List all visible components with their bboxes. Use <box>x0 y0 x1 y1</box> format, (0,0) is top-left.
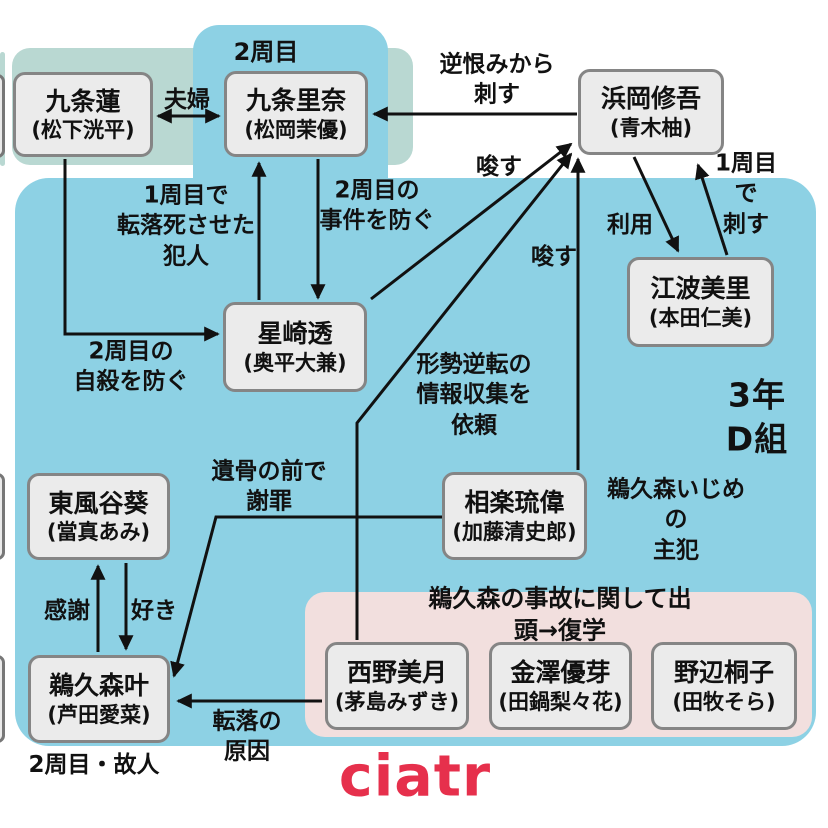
character-name: 野辺桐子 <box>673 658 774 688</box>
character-box-kanazawa: 金澤優芽 (田鍋梨々花) <box>489 642 632 730</box>
character-name: 浜岡修吾 <box>600 84 701 114</box>
character-box-kochiya: 東風谷葵 (當真あみ) <box>27 473 170 560</box>
loop2-banner-label: 2周目 <box>233 38 299 67</box>
character-actor: (芦田愛菜) <box>47 702 151 727</box>
edge-label-couple: 夫婦 <box>164 86 210 113</box>
class-name-label: 3年D組 <box>725 375 789 458</box>
edge-label-instigate-b: 唆す <box>531 243 577 270</box>
character-actor: (奥平大兼) <box>243 350 347 375</box>
character-actor: (松下洸平) <box>31 118 135 142</box>
character-actor: (田鍋梨々花) <box>498 689 623 714</box>
edge-label-instigate-a: 唆す <box>476 153 522 180</box>
edge-label-apology: 遺骨の前で 謝罪 <box>211 458 327 515</box>
character-box-kujo-ren: 九条蓮 (松下洸平) <box>13 72 153 157</box>
character-actor: (松岡茉優) <box>244 117 348 142</box>
arrow-sagara-to-ukumori <box>170 515 442 678</box>
character-name: 九条里奈 <box>245 86 346 116</box>
character-name: 星崎透 <box>257 319 333 349</box>
arrow-ren-to-hoshizaki <box>63 159 220 342</box>
edge-label-info-gathering: 形勢逆転の 情報収集を 依頼 <box>416 351 532 439</box>
character-box-ukumori: 鵜久森叶 (芦田愛菜) <box>28 655 170 743</box>
edge-label-grudge-stab: 逆恨みから 刺す <box>439 51 555 108</box>
character-box-kujo-rina: 九条里奈 (松岡茉優) <box>224 71 368 157</box>
arrow-hoshizaki-to-hamaoka <box>370 142 573 301</box>
character-box-enami: 江波美里 (本田仁美) <box>627 257 774 347</box>
edge-label-prevent-suicide: 2周目の 自殺を防ぐ <box>73 338 189 395</box>
pink-group-title: 鵜久森の事故に関して出頭→復学 <box>428 584 692 644</box>
arrow-enami-to-hamaoka <box>695 163 729 256</box>
edge-label-gratitude: 感謝 <box>44 597 90 624</box>
edge-label-like: 好き <box>131 597 177 624</box>
edge-label-prevent-incident: 2周目の 事件を防ぐ <box>319 177 435 234</box>
character-actor: (本田仁美) <box>648 305 753 330</box>
character-actor: (田牧そら) <box>672 689 776 714</box>
character-box-sagara: 相楽琉偉 (加藤清史郎) <box>442 472 587 560</box>
character-name: 相楽琉偉 <box>464 488 565 518</box>
character-box-hamaoka: 浜岡修吾 (青木柚) <box>578 69 724 155</box>
note-loop2-deceased: 2周目・故人 <box>28 751 160 778</box>
character-box-nobe: 野辺桐子 (田牧そら) <box>651 642 797 730</box>
arrow-hamaoka-to-enami <box>632 156 680 253</box>
character-actor: (當真あみ) <box>46 520 151 544</box>
edge-label-loop1-culprit: 1周目で 転落死させた 犯人 <box>117 182 255 270</box>
character-actor: (茅島みずき) <box>334 689 460 714</box>
arrow-nishino-to-hamaoka <box>355 152 573 640</box>
edge-label-use: 利用 <box>607 211 653 238</box>
character-name: 西野美月 <box>346 658 447 688</box>
character-actor: (加藤清史郎) <box>452 519 577 544</box>
character-name: 金澤優芽 <box>510 658 611 688</box>
character-box-nishino: 西野美月 (茅島みずき) <box>325 642 469 730</box>
character-name: 九条蓮 <box>45 86 121 116</box>
character-name: 江波美里 <box>650 274 751 304</box>
character-name: 東風谷葵 <box>48 488 149 518</box>
edge-label-loop1-stab: 1周目で 刺す <box>714 150 777 238</box>
character-name: 鵜久森叶 <box>48 671 149 701</box>
edge-label-fall-cause: 転落の 原因 <box>212 708 282 765</box>
edge-label-bully-ringleader: 鵜久森いじめの 主犯 <box>607 476 745 564</box>
character-actor: (青木柚) <box>609 115 693 140</box>
ciatr-logo: ciatr <box>338 743 492 810</box>
character-box-hoshizaki: 星崎透 (奥平大兼) <box>223 302 367 392</box>
